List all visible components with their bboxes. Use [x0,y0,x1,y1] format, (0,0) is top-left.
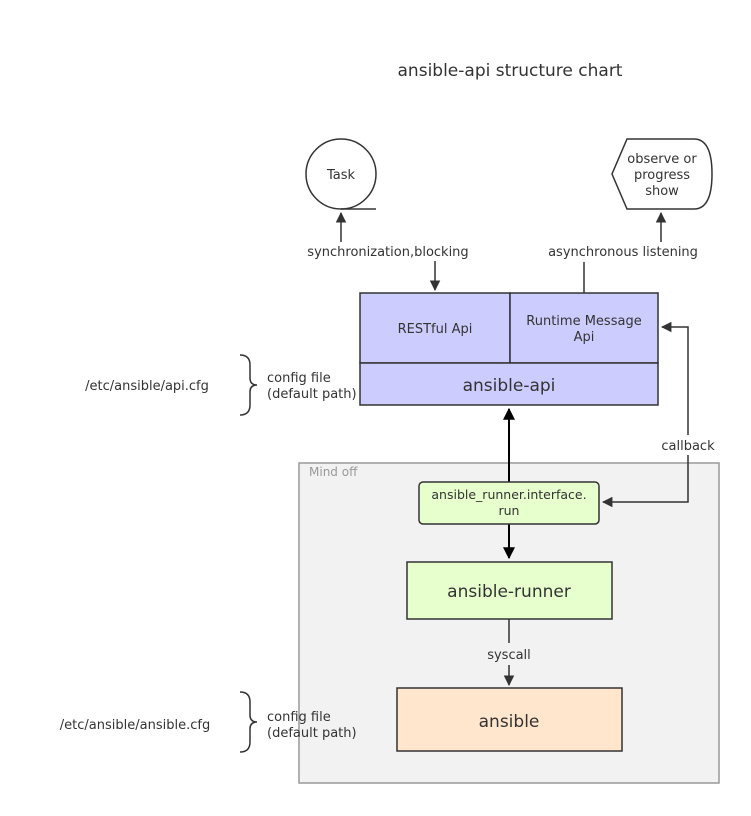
ansible-api-block: RESTful Api Runtime Message Api ansible-… [359,292,659,406]
ansible-config-annotation: /etc/ansible/ansible.cfg config file (de… [60,691,357,753]
runner-run-line2: run [499,503,520,518]
mind-off-label: Mind off [309,465,358,479]
sync-label: synchronization,blocking [307,245,468,260]
ansible-config-label-line1: config file [267,710,331,725]
async-edge: asynchronous listening [548,211,698,293]
syscall-label: syscall [487,648,531,663]
ansible-config-brace [239,691,258,753]
api-config-path: /etc/ansible/api.cfg [85,379,209,394]
ansible-runner-label: ansible-runner [447,582,571,602]
runner-run-line1: ansible_runner.interface. [431,487,586,502]
callback-edge: callback [601,321,715,508]
runner-run-node: ansible_runner.interface. run [418,481,600,525]
ansible-api-label: ansible-api [463,376,556,396]
api-config-label-line1: config file [267,371,331,386]
restful-api-box [359,292,511,364]
task-node: Task [305,138,377,210]
syscall-edge: syscall [487,619,531,687]
api-config-brace [239,354,258,416]
runtime-message-api-line2: Api [574,330,595,345]
runtime-message-api-line1: Runtime Message [526,314,641,329]
observe-node: observe or progress show [611,138,713,210]
chart-title: ansible-api structure chart [398,61,623,81]
observe-label-line3: show [645,184,679,199]
ansible-config-path: /etc/ansible/ansible.cfg [60,718,210,733]
async-label: asynchronous listening [548,245,698,260]
ansible-runner-node: ansible-runner [406,561,613,620]
api-config-label-line2: (default path) [267,387,357,402]
restful-api-label: RESTful Api [398,322,473,337]
callback-label: callback [661,439,715,454]
ansible-node: ansible [396,687,623,752]
ansible-config-label-line2: (default path) [267,726,357,741]
ansible-label: ansible [479,712,540,732]
runtime-message-api-box [509,292,659,364]
ansible-api-box [359,362,659,406]
task-label: Task [326,168,356,183]
observe-label-line2: progress [634,168,690,183]
api-config-annotation: /etc/ansible/api.cfg config file (defaul… [85,354,357,416]
sync-edge: synchronization,blocking [307,211,469,292]
observe-label-line1: observe or [627,152,697,167]
